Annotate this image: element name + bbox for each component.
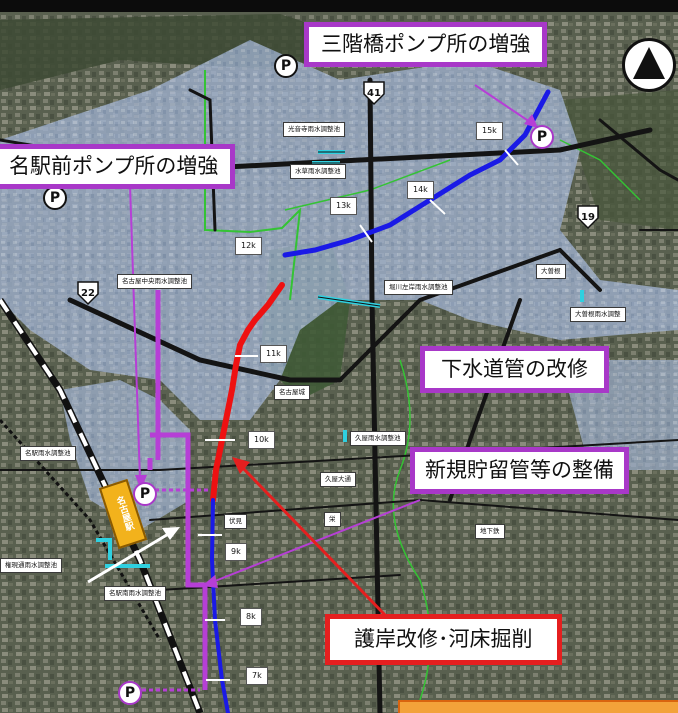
- label-horikawa-pond: 堀川左岸雨水調整池: [384, 280, 453, 295]
- route-shield-19: 19: [576, 204, 600, 230]
- label-gongendori-pond: 権現通雨水調整池: [0, 558, 62, 573]
- railway-line-dash: [0, 298, 202, 713]
- label-sakae: 栄: [324, 512, 341, 527]
- arrow-meieki: [129, 184, 141, 481]
- callout-revetment-dredging: 護岸改修･河床掘削: [325, 614, 562, 665]
- callout-meieki-pump: 名駅前ポンプ所の増強: [0, 144, 236, 189]
- label-ozone: 大曽根: [536, 264, 566, 279]
- callout-new-storage-pipe: 新規貯留管等の整備: [410, 447, 629, 494]
- route-number: 22: [81, 288, 95, 299]
- callout-sewer-improvement: 下水道管の改修: [420, 346, 609, 393]
- arrow-head-white: [162, 527, 180, 540]
- km-marker-9: 9k: [225, 543, 247, 561]
- km-marker-10: 10k: [248, 431, 275, 449]
- arrow-goan: [238, 463, 387, 617]
- top-bar: [0, 0, 678, 12]
- arrow-head-goan: [232, 457, 250, 474]
- label-mizukusa-pond: 水草雨水調整池: [290, 164, 346, 179]
- km-marker-13: 13k: [330, 197, 357, 215]
- km-marker-7: 7k: [246, 667, 268, 685]
- km-marker-14: 14k: [407, 181, 434, 199]
- km-marker-12: 12k: [235, 237, 262, 255]
- pump-marker[interactable]: P: [274, 54, 298, 78]
- route-shield-22: 22: [76, 280, 100, 306]
- arrow-head-mikaibashi: [524, 114, 538, 128]
- route-shield-41: 41: [362, 80, 386, 106]
- label-hisaya-odori: 久屋大通: [320, 472, 356, 487]
- km-marker-11: 11k: [260, 345, 287, 363]
- district-boundary-green: [204, 70, 302, 301]
- pump-marker[interactable]: P: [43, 186, 67, 210]
- label-kotoku-pond: 光音寺雨水調整池: [283, 122, 345, 137]
- km-marker-15: 15k: [476, 122, 503, 140]
- arrow-head-chorya: [202, 575, 218, 588]
- river-channel-revetment: [210, 282, 285, 503]
- arrow-mikaibashi: [474, 84, 531, 123]
- km-marker-8: 8k: [240, 608, 262, 626]
- route-number: 41: [367, 88, 381, 99]
- pump-marker-mikaibashi[interactable]: P: [530, 125, 554, 149]
- label-chikatetsu: 地下鉄: [475, 524, 505, 539]
- callout-mikaibashi-pump: 三階橋ポンプ所の増強: [304, 22, 548, 67]
- label-hisaya-pond: 久屋雨水調整池: [350, 431, 406, 446]
- river-flood-plain: [0, 14, 360, 90]
- label-meieki-pond: 名駅雨水調整池: [20, 446, 76, 461]
- orange-label-partial: [398, 700, 678, 713]
- pump-marker-meieki[interactable]: P: [133, 482, 157, 506]
- label-meiekiminami-pond: 名駅南雨水調整池: [104, 586, 166, 601]
- east-greenery: [560, 90, 678, 230]
- pump-marker-south[interactable]: P: [118, 681, 142, 705]
- km-ticks: [198, 149, 519, 681]
- catchment-area-north: [0, 40, 678, 420]
- arrow-white: [87, 531, 171, 584]
- route-number: 19: [581, 212, 595, 223]
- north-compass-icon: [622, 38, 676, 92]
- label-nagoya-castle: 名古屋城: [274, 385, 310, 400]
- label-fushimi: 伏見: [224, 514, 247, 529]
- label-ozone-pond: 大曽根雨水調整: [570, 307, 626, 322]
- label-nagoya-chuo-pond: 名古屋中央雨水調整池: [117, 274, 192, 289]
